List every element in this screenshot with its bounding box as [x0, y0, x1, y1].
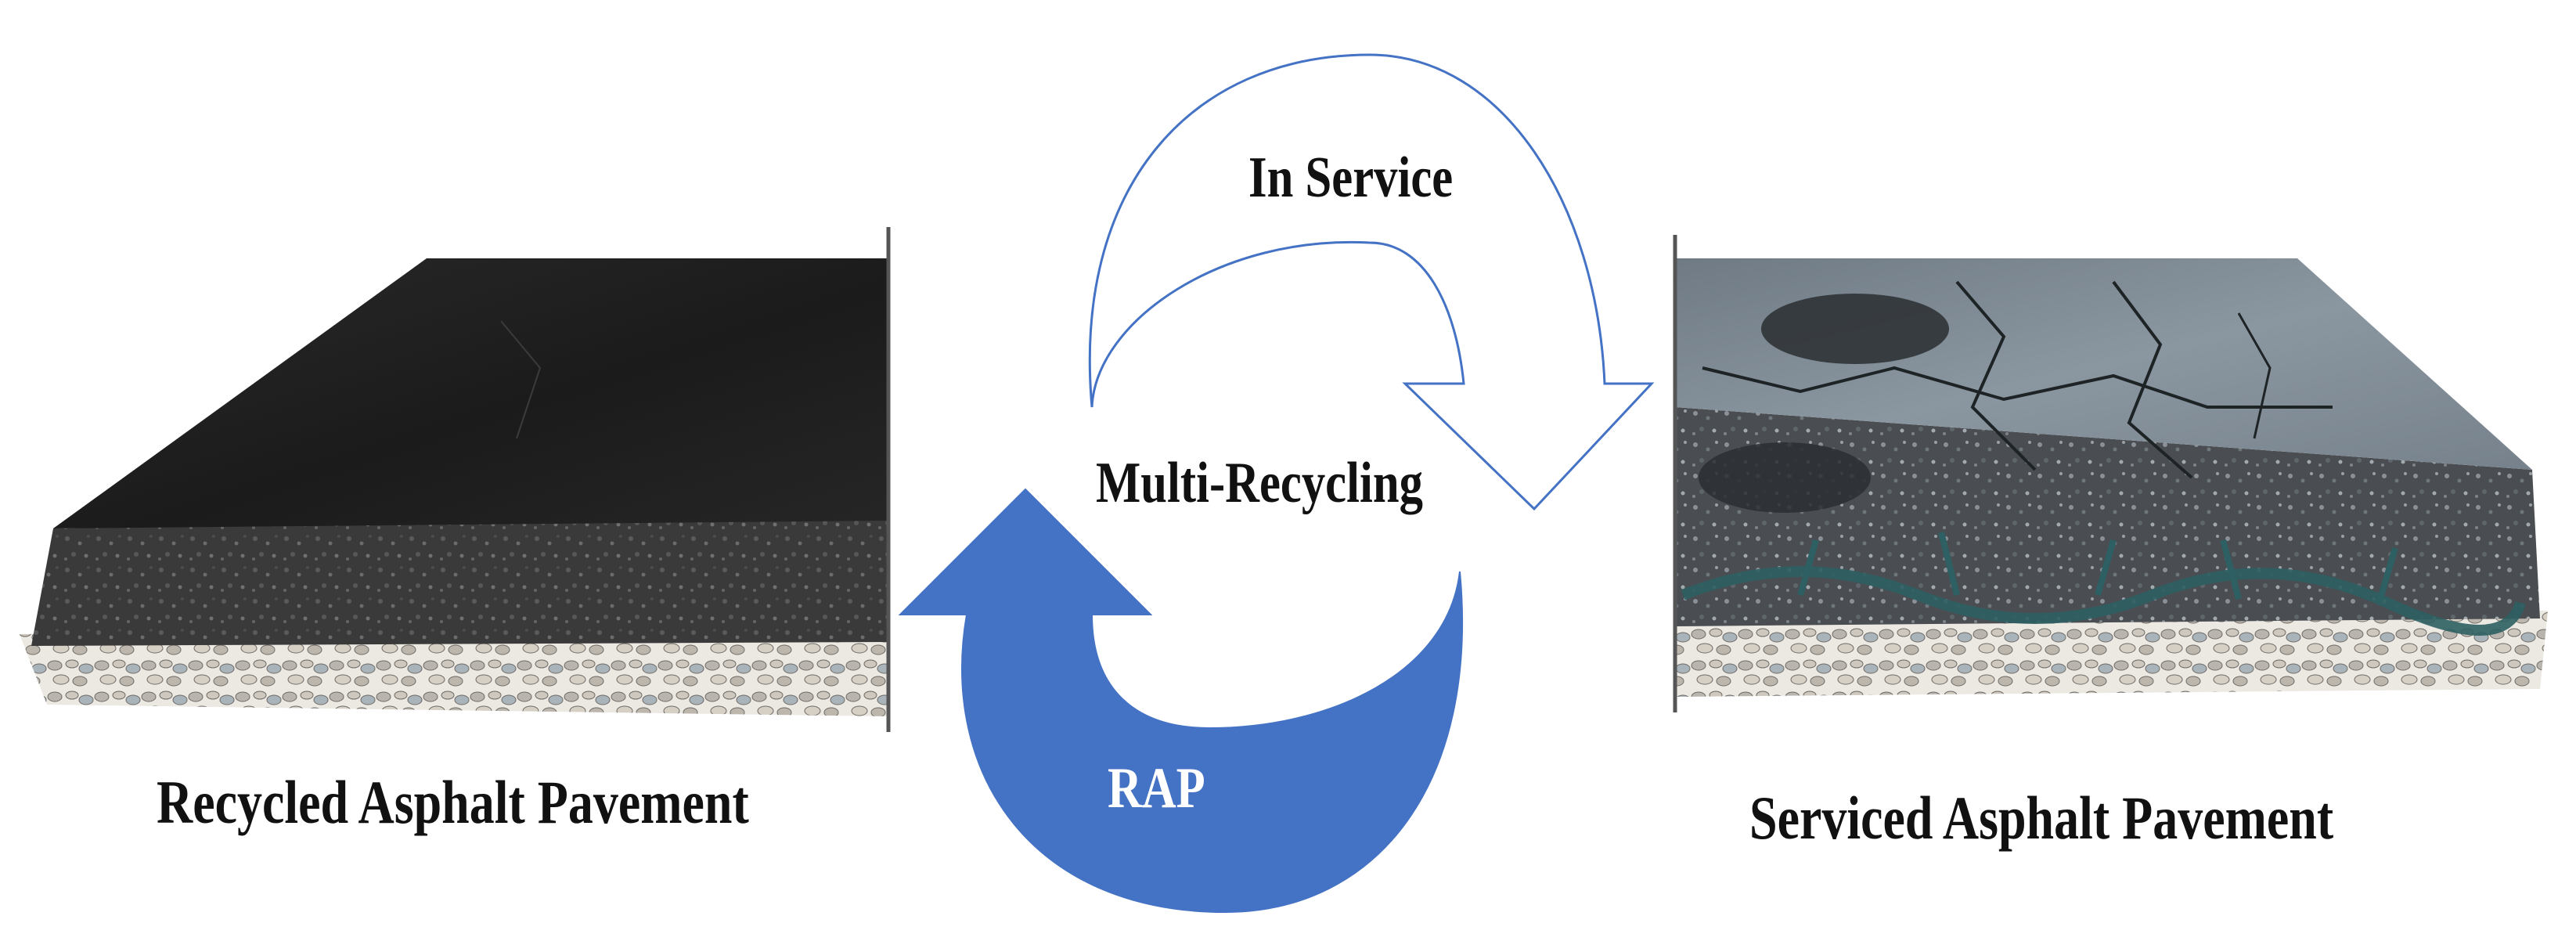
- rap-arrow: [898, 488, 1464, 914]
- recycled-pavement-illustration: [20, 227, 891, 732]
- rap-label: RAP: [1108, 756, 1205, 820]
- in-service-label: In Service: [1248, 146, 1454, 210]
- recycled-pavement-caption: Recycled Asphalt Pavement: [157, 768, 749, 836]
- in-service-arrow: [1088, 53, 1655, 511]
- multi-recycling-label: Multi-Recycling: [1096, 451, 1423, 515]
- serviced-pavement-caption: Serviced Asphalt Pavement: [1749, 784, 2334, 852]
- serviced-pavement-illustration: [1673, 235, 2548, 712]
